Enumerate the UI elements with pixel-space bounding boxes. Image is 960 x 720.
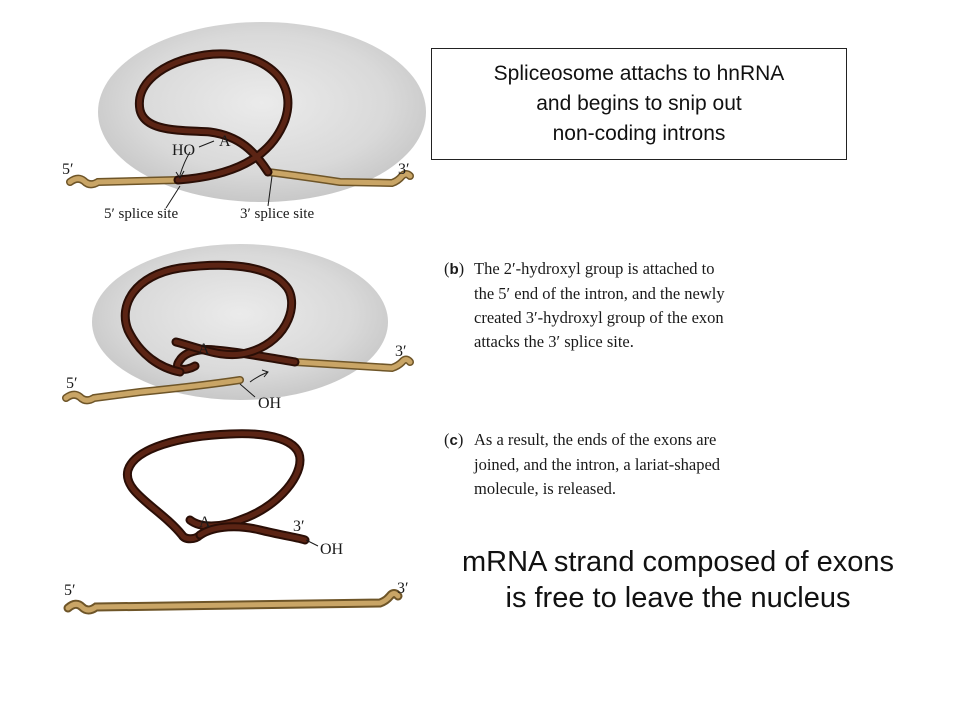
callout-box: Spliceosome attachs to hnRNA and begins … [431, 48, 847, 160]
spliceosome-a [98, 22, 426, 202]
caption-c-line-1: As a result, the ends of the exons are [474, 430, 717, 449]
caption-c-line-3: molecule, is released. [474, 479, 617, 498]
caption-c-line-2: joined, and the intron, a lariat-shaped [474, 455, 721, 474]
panel-b: A 5′ 3′ OH [62, 244, 414, 412]
five-prime-label-a: 5′ [62, 161, 74, 178]
callout-line-2: and begins to snip out [536, 92, 742, 115]
footer-line-2: is free to leave the nucleus [505, 582, 851, 614]
adenine-label-b: A [198, 341, 210, 358]
exon-strand-a [66, 168, 414, 189]
panel-d: 5′ 3′ [63, 580, 409, 615]
caption-b: (b)The 2′-hydroxyl group is attached to … [444, 257, 804, 354]
caption-b-line-1: The 2′-hydroxyl group is attached to [474, 259, 715, 278]
five-prime-label-b: 5′ [66, 375, 78, 392]
lariat-c [122, 429, 310, 545]
five-splice-site-label: 5′ splice site [104, 206, 178, 222]
exon-strand-b [62, 355, 414, 405]
annotation-lines-b [239, 369, 269, 398]
adenine-label-c: A [199, 514, 211, 531]
callout-line-1: Spliceosome attachs to hnRNA [493, 62, 785, 85]
five-prime-label-d: 5′ [64, 582, 76, 599]
caption-b-line-3: created 3′-hydroxyl group of the exon [474, 308, 724, 327]
intron-loop-b [120, 260, 300, 377]
oh-label-b: OH [258, 395, 282, 412]
panel-a: HO A 5′ 3′ 5′ splice site 3′ splice site [62, 22, 426, 222]
ho-label-a: HO [172, 142, 195, 159]
caption-b-line-4: attacks the 3′ splice site. [474, 332, 634, 351]
caption-b-tag: b [449, 261, 459, 278]
footer-statement: mRNA strand composed of exons is free to… [428, 544, 928, 616]
annotation-line-c [305, 539, 319, 547]
intron-loop-a [134, 49, 293, 185]
oh-label-c: OH [320, 541, 344, 558]
caption-b-line-2: the 5′ end of the intron, and the newly [474, 284, 725, 303]
callout-line-3: non-coding introns [552, 122, 726, 145]
three-prime-label-a: 3′ [398, 161, 410, 178]
caption-c: (c)As a result, the ends of the exons ar… [444, 428, 804, 501]
caption-c-tag: c [449, 432, 458, 449]
adenine-label-a: A [219, 133, 231, 150]
three-splice-site-label: 3′ splice site [240, 206, 314, 222]
footer-line-1: mRNA strand composed of exons [462, 546, 894, 578]
panel-c: A 3′ OH [122, 429, 344, 558]
three-prime-label-c: 3′ [293, 518, 305, 535]
annotation-lines-a [165, 140, 273, 209]
three-prime-label-d: 3′ [397, 580, 409, 597]
callout-text: Spliceosome attachs to hnRNA and begins … [494, 59, 785, 149]
mrna-strand [63, 589, 403, 615]
three-prime-label-b: 3′ [395, 343, 407, 360]
